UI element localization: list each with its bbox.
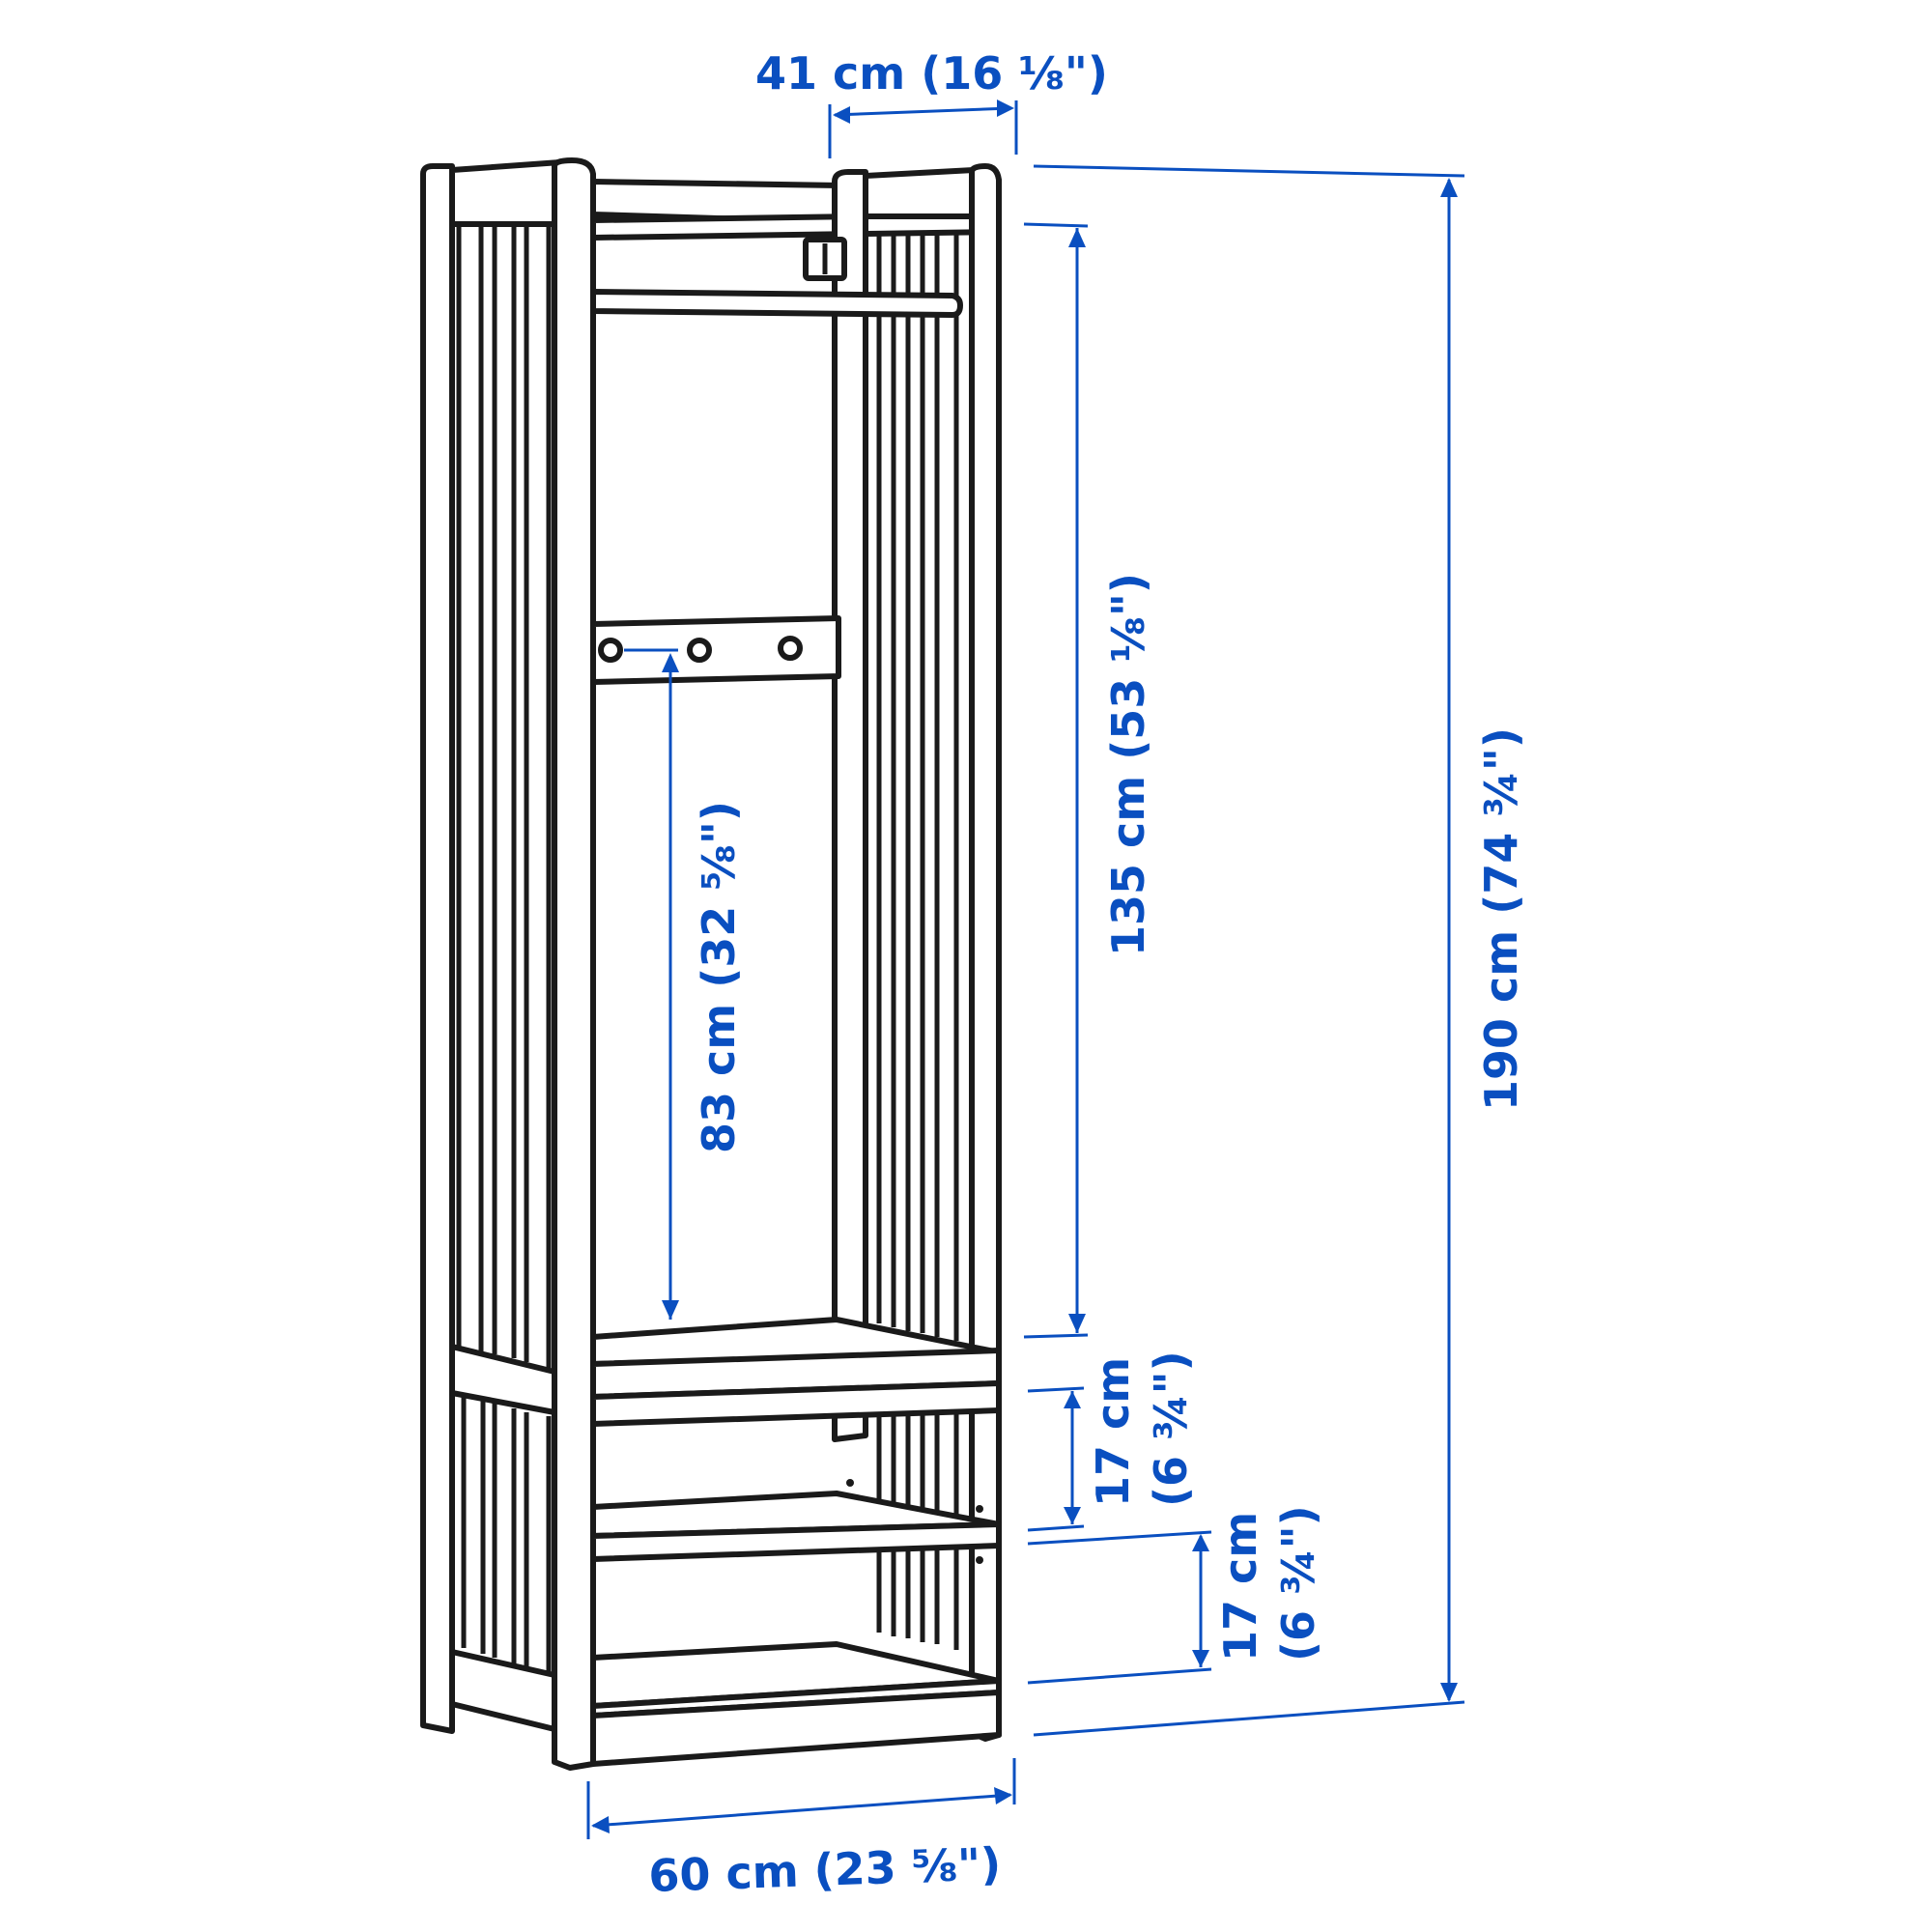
left-front-post [552, 157, 596, 1771]
width-dimension: 60 cm (23 ⅝") [586, 1758, 1016, 1902]
right-front-post [969, 163, 1002, 1742]
arrow-head [833, 106, 850, 124]
arrow-head [662, 653, 679, 672]
shelf-2 [590, 1479, 1002, 1564]
right-top-rail [863, 167, 977, 219]
shelf-1-apron [590, 1380, 1002, 1427]
arrow-head [994, 1787, 1012, 1804]
arrow-head [1192, 1650, 1209, 1667]
left-mid-rail [449, 1344, 557, 1415]
depth-dimension: 41 cm (16 ⅛") [755, 47, 1108, 158]
clothes-rail [590, 289, 963, 318]
rail-height-label: 135 cm (53 ⅛") [1102, 573, 1154, 956]
left-top-rail [449, 159, 563, 227]
dimension-annotations: 41 cm (16 ⅛") 190 cm (74 ¾") 135 cm (53 … [586, 47, 1527, 1902]
left-upper-slats [456, 224, 552, 1368]
hook-height-dimension: 83 cm (32 ⅝") [624, 648, 745, 1320]
hook-rail-board [590, 615, 841, 685]
arrow-head [1440, 1683, 1458, 1702]
left-rear-post [420, 163, 455, 1734]
arrow-head [662, 1300, 679, 1320]
hook-height-label: 83 cm (32 ⅝") [693, 801, 745, 1153]
total-height-dimension: 190 cm (74 ¾") [1033, 164, 1527, 1737]
clothes-rail-assembly [590, 237, 963, 318]
right-rear-post [832, 169, 868, 1442]
hook-3 [778, 636, 803, 661]
arrow-head [591, 1816, 610, 1833]
left-side-frame [420, 157, 596, 1771]
arrow-head [1192, 1534, 1209, 1551]
shelf-gap-upper-in-label: (6 ¾") [1145, 1350, 1197, 1507]
left-lower-slats [461, 1395, 552, 1675]
arrow-head [1064, 1507, 1081, 1524]
hook-rail [590, 615, 841, 685]
left-bottom-rail [449, 1649, 557, 1732]
right-upper-slats [876, 232, 959, 1341]
shelf-gap-lower-cm-label: 17 cm [1214, 1512, 1266, 1662]
shelf-1 [590, 1317, 1002, 1427]
shelf-gap-upper-cm-label: 17 cm [1087, 1357, 1139, 1507]
arrow-head [1068, 228, 1086, 247]
wardrobe-illustration [420, 157, 1002, 1771]
depth-label: 41 cm (16 ⅛") [755, 47, 1108, 99]
bottom-shelf [590, 1641, 1002, 1767]
shelf-peg-hole [846, 1479, 854, 1487]
shelf-gap-upper-dimension: 17 cm (6 ¾") [1027, 1350, 1197, 1532]
shelf-peg-hole [976, 1556, 983, 1564]
bottom-plinth [590, 1690, 1002, 1767]
width-label: 60 cm (23 ⅝") [647, 1837, 1002, 1902]
hook-2 [687, 638, 712, 663]
shelf-peg-hole [976, 1505, 983, 1513]
arrow-head [1440, 178, 1458, 197]
rail-height-dimension: 135 cm (53 ⅛") [1023, 222, 1154, 1339]
arrow-head [997, 99, 1014, 117]
shelf-gap-lower-dimension: 17 cm (6 ¾") [1027, 1505, 1324, 1685]
total-height-label: 190 cm (74 ¾") [1475, 727, 1527, 1111]
shelf-2-front [590, 1521, 1002, 1562]
hook-1 [598, 638, 623, 663]
arrow-head [1068, 1314, 1086, 1333]
arrow-head [1064, 1391, 1081, 1408]
shelf-gap-lower-in-label: (6 ¾") [1272, 1505, 1324, 1662]
